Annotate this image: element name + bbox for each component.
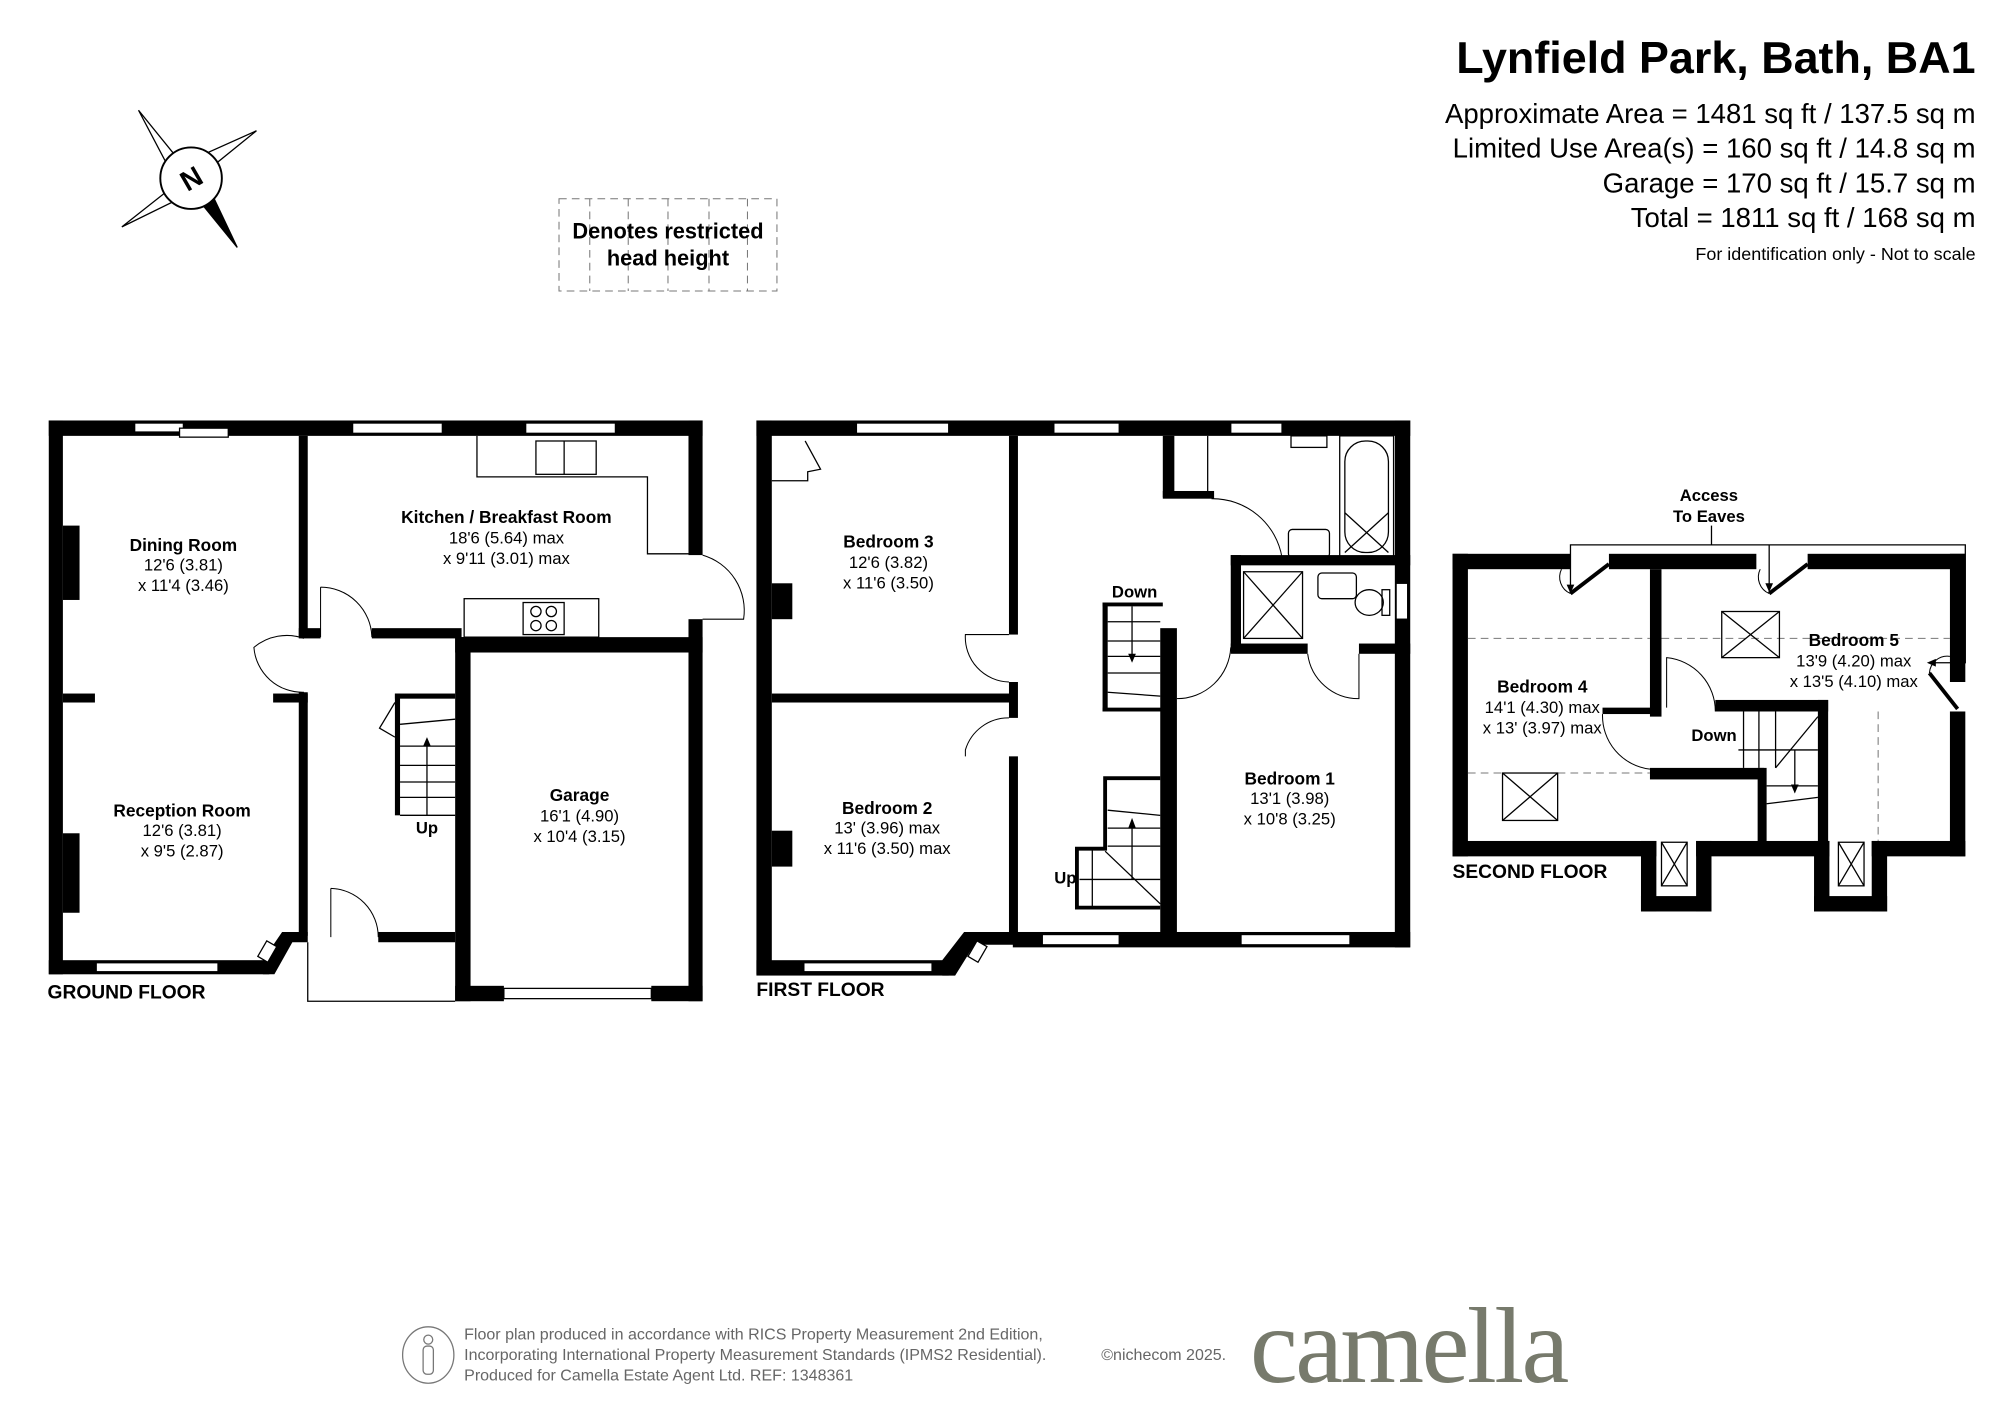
- footer-line-1: Floor plan produced in accordance with R…: [464, 1326, 1043, 1344]
- footer-line-2: Incorporating International Property Mea…: [464, 1346, 1046, 1364]
- first-floor-plan: Down Up Bedroom 3 12'6 (3.82) x 11'6 (3.…: [756, 420, 1411, 1001]
- approximate-area: Approximate Area = 1481 sq ft / 137.5 sq…: [1445, 98, 1976, 129]
- bedroom-2-dim2: x 11'6 (3.50) max: [824, 839, 952, 858]
- stairs-up-label: Up: [416, 818, 438, 837]
- bedroom-5-dim2: x 13'5 (4.10) max: [1790, 672, 1919, 691]
- skylight-icon: [1501, 610, 1865, 887]
- footer-copyright: ©nichecom 2025.: [1101, 1346, 1226, 1364]
- reception-room-dim2: x 9'5 (2.87): [141, 841, 224, 860]
- bedroom-4-name: Bedroom 4: [1497, 676, 1588, 696]
- footer: Floor plan produced in accordance with R…: [401, 1287, 1571, 1406]
- header: Lynfield Park, Bath, BA1 Approximate Are…: [1445, 32, 1976, 264]
- dining-room-name: Dining Room: [130, 535, 238, 555]
- stairs-down-icon: [1102, 602, 1163, 712]
- ensuite-basin-icon: [1317, 572, 1358, 600]
- restricted-height-legend: Denotes restricted head height: [558, 198, 778, 292]
- garage-dim2: x 10'4 (3.15): [533, 827, 625, 846]
- second-floor-stairs-icon: [1738, 711, 1819, 805]
- property-title: Lynfield Park, Bath, BA1: [1456, 32, 1975, 83]
- bedroom-5-dim1: 13'9 (4.20) max: [1796, 652, 1912, 671]
- stairs-up-icon: [1074, 776, 1161, 910]
- bedroom-3-dim1: 12'6 (3.82): [849, 553, 928, 572]
- kitchen-dim2: x 9'11 (3.01) max: [443, 549, 571, 568]
- bedroom-1-dim2: x 10'8 (3.25): [1244, 809, 1336, 828]
- access-eaves-line-2: To Eaves: [1673, 507, 1745, 526]
- bath-icon: [1339, 435, 1395, 559]
- limited-use-area: Limited Use Area(s) = 160 sq ft / 14.8 s…: [1453, 133, 1976, 164]
- person-icon: [401, 1326, 455, 1384]
- scale-note: For identification only - Not to scale: [1695, 244, 1975, 264]
- bedroom-2-name: Bedroom 2: [842, 798, 932, 818]
- second-floor-plan: Access To Eaves: [1453, 486, 1966, 912]
- shower-icon: [1242, 571, 1304, 640]
- footer-line-3: Produced for Camella Estate Agent Ltd. R…: [464, 1367, 853, 1385]
- bedroom-3-dim2: x 11'6 (3.50): [843, 573, 934, 592]
- bedroom-4-dim2: x 13' (3.97) max: [1483, 718, 1603, 737]
- first-floor-stairs-up-label: Up: [1054, 868, 1076, 887]
- camella-logo: camella: [1250, 1287, 1569, 1406]
- bedroom-1-dim1: 13'1 (3.98): [1250, 789, 1329, 808]
- reception-room-name: Reception Room: [113, 801, 250, 821]
- legend-line-2: head height: [607, 245, 729, 270]
- garage-dim1: 16'1 (4.90): [540, 807, 619, 826]
- total-area: Total = 1811 sq ft / 168 sq m: [1631, 202, 1976, 233]
- first-floor-stairs-down-label: Down: [1112, 582, 1157, 601]
- toilet-icon: [1354, 589, 1391, 616]
- first-floor-label: FIRST FLOOR: [756, 980, 884, 1001]
- ground-floor-plan: Up Dining Room 12'6 (3.81) x 11'4 (3.46)…: [48, 420, 745, 1004]
- second-floor-stairs-down-label: Down: [1691, 726, 1736, 745]
- access-eaves-line-1: Access: [1680, 486, 1738, 505]
- garage-area: Garage = 170 sq ft / 15.7 sq m: [1603, 167, 1976, 198]
- kitchen-name: Kitchen / Breakfast Room: [401, 507, 612, 527]
- ground-floor-label: GROUND FLOOR: [48, 983, 206, 1004]
- basin-icon: [1287, 528, 1331, 559]
- bedroom-3-name: Bedroom 3: [843, 531, 933, 551]
- bedroom-5-name: Bedroom 5: [1809, 630, 1900, 650]
- legend-line-1: Denotes restricted: [572, 218, 763, 243]
- bedroom-1-name: Bedroom 1: [1245, 769, 1336, 789]
- stairs-icon: [378, 693, 456, 816]
- kitchen-dim1: 18'6 (5.64) max: [449, 529, 565, 548]
- sink-icon: [535, 440, 597, 475]
- garage-name: Garage: [550, 785, 610, 805]
- second-floor-label: SECOND FLOOR: [1453, 862, 1608, 883]
- reception-room-dim1: 12'6 (3.81): [143, 821, 222, 840]
- compass-icon: N: [121, 109, 257, 248]
- hob-icon: [522, 601, 565, 636]
- dining-room-dim1: 12'6 (3.81): [144, 555, 223, 574]
- dining-room-dim2: x 11'4 (3.46): [138, 576, 229, 595]
- bedroom-4-dim1: 14'1 (4.30) max: [1485, 698, 1601, 717]
- bedroom-2-dim1: 13' (3.96) max: [834, 818, 941, 837]
